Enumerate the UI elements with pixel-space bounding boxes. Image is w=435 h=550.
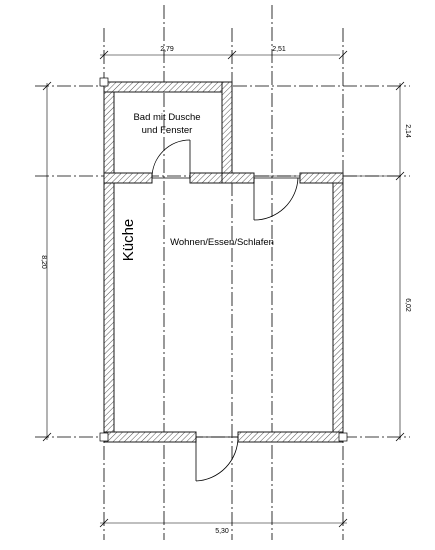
main-room-label: Wohnen/Essen/Schlafen bbox=[170, 237, 274, 248]
dim-right-upper: 2,14 bbox=[404, 124, 411, 138]
dim-top-left: 2,79 bbox=[160, 46, 174, 53]
dim-right-lower: 6,02 bbox=[404, 298, 411, 312]
dim-top-right: 2,51 bbox=[272, 46, 286, 53]
dim-left-total: 8,20 bbox=[40, 255, 47, 269]
bath-label-line2: und Fenster bbox=[142, 125, 193, 136]
entrance-door bbox=[195, 436, 239, 482]
walls bbox=[99, 77, 348, 443]
kitchen-label: Küche bbox=[120, 219, 137, 262]
dim-bottom: 5,30 bbox=[215, 528, 229, 535]
doors bbox=[151, 139, 300, 482]
main-door bbox=[253, 177, 300, 221]
bath-door bbox=[151, 139, 191, 179]
bath-label-line1: Bad mit Dusche bbox=[133, 112, 200, 123]
